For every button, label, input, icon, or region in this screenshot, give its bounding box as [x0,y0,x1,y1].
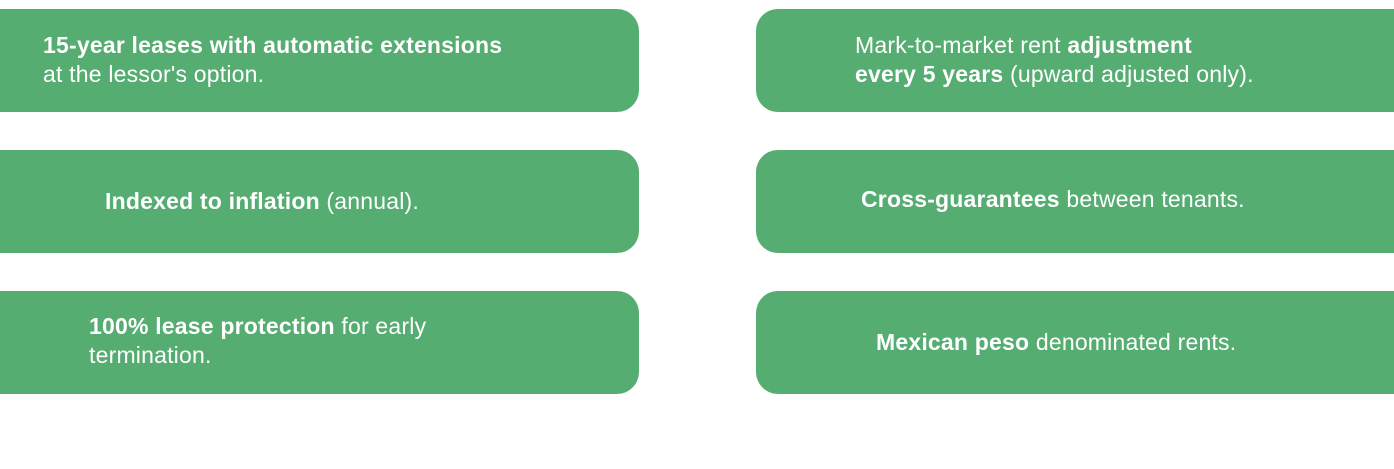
cross-guarantees-text: Cross-guarantees between tenants. [861,185,1245,214]
lease-term-heading: 15-year leases with automatic extensions [43,32,503,58]
lease-protection-text: 100% lease protection for early terminat… [89,312,426,370]
inflation-index-card: Indexed to inflation (annual). [0,150,639,253]
lease-term-detail: at the lessor's option. [43,61,265,87]
rent-adjustment-detail: (upward adjusted only). [1003,61,1254,87]
rent-adjustment-heading: adjustment [1067,32,1193,58]
rent-adjustment-card: Mark-to-market rent adjustment every 5 y… [756,9,1394,112]
peso-rents-card: Mexican peso denominated rents. [756,291,1394,394]
lease-protection-detail-1: for early [334,313,427,339]
peso-rents-heading: Mexican peso [876,329,1030,355]
lease-term-card: 15-year leases with automatic extensions… [0,9,639,112]
cross-guarantees-detail: between tenants. [1059,186,1245,212]
lease-protection-detail-2: termination. [89,342,212,368]
lease-protection-heading: 100% lease protection [89,313,335,339]
lease-term-text: 15-year leases with automatic extensions… [43,31,502,89]
rent-adjustment-period: every 5 years [855,61,1004,87]
inflation-index-detail: (annual). [319,188,420,214]
lease-protection-card: 100% lease protection for early terminat… [0,291,639,394]
rent-adjustment-text: Mark-to-market rent adjustment every 5 y… [855,31,1254,89]
inflation-index-text: Indexed to inflation (annual). [105,187,419,216]
rent-adjustment-intro: Mark-to-market rent [855,32,1068,58]
inflation-index-heading: Indexed to inflation [105,188,320,214]
peso-rents-text: Mexican peso denominated rents. [876,328,1236,357]
peso-rents-detail: denominated rents. [1029,329,1237,355]
cross-guarantees-card: Cross-guarantees between tenants. [756,150,1394,253]
cross-guarantees-heading: Cross-guarantees [861,186,1060,212]
